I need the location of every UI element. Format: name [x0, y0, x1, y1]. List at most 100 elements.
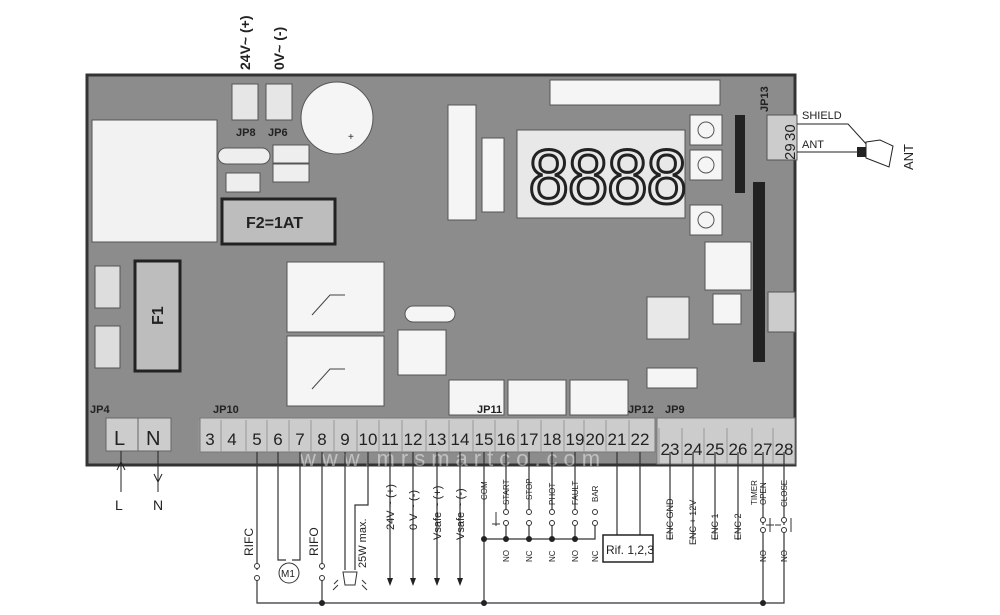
terminal-n: N: [146, 428, 160, 450]
contact-type-label: NC: [591, 550, 600, 562]
terminal-26: 26: [729, 440, 748, 459]
stop-label: STOP: [525, 478, 534, 500]
close-label: CLOSE: [780, 480, 789, 507]
junction-dots: [319, 536, 766, 606]
terminal-14: 14: [451, 430, 470, 449]
terminal-10: 10: [359, 430, 378, 449]
antenna-terminal: [766, 114, 798, 161]
antenna-label: ANT: [901, 144, 916, 170]
timer-label: TIMER: [750, 480, 759, 505]
contact-type-label: NC: [525, 550, 534, 562]
terminal-21: 21: [608, 430, 627, 449]
fuse-f1-label: F1: [150, 306, 167, 325]
connector: [735, 115, 745, 193]
jp9-label: JP9: [665, 404, 685, 416]
terminal-4: 4: [227, 430, 236, 449]
enc-gnd-label: ENC GND: [665, 498, 675, 540]
terminal-15: 15: [475, 430, 494, 449]
contact-type-label: NO: [502, 550, 511, 562]
terminal-19: 19: [566, 430, 585, 449]
microcontroller: [646, 296, 690, 340]
jp10-terminal-strip: [199, 417, 656, 453]
rif-label: Rif. 1,2,3: [606, 543, 654, 557]
rifo-label: RIFO: [307, 527, 321, 556]
terminal-12: 12: [404, 430, 423, 449]
jp13-label: JP13: [759, 86, 771, 112]
antenna-connector: [857, 147, 866, 157]
t12-label: 0 V ~ (-): [408, 490, 420, 530]
terminal-6: 6: [273, 430, 282, 449]
terminal-3: 3: [205, 430, 214, 449]
jp9-terminal-strip: [656, 417, 796, 465]
component: [767, 291, 796, 333]
seven-segment-display: [516, 129, 686, 219]
terminal-5: 5: [252, 430, 261, 449]
component: [448, 379, 505, 416]
jp8-label: JP8: [236, 127, 256, 139]
jp6-label: JP6: [268, 127, 288, 139]
arrows: [387, 578, 463, 586]
contact-type-label: NO: [780, 550, 789, 562]
t13-label: Vsafe ~ (+): [432, 486, 444, 540]
bar-label: BAR: [591, 485, 600, 502]
terminal-22: 22: [631, 430, 650, 449]
lamp-label: 25W max.: [357, 518, 369, 568]
terminal-9: 9: [340, 430, 349, 449]
terminal-17: 17: [520, 430, 539, 449]
rifc-label: RIFC: [242, 528, 256, 556]
jp8-jumper: [231, 83, 259, 121]
component: [94, 325, 121, 369]
jp12-label: JP12: [628, 404, 654, 416]
component: [272, 144, 310, 164]
relay-1: [286, 261, 385, 333]
jp10-label: JP10: [213, 404, 239, 416]
ic: [646, 367, 698, 389]
crystal: [404, 305, 456, 323]
contact-type-label: NO: [571, 550, 580, 562]
ant-wire-label: ANT: [802, 139, 824, 151]
t11-label: 24V ~ (+): [385, 484, 397, 530]
contact-type-label: NC: [548, 550, 557, 562]
contact-type-label: NO: [759, 550, 768, 562]
fuse-f2: [220, 197, 337, 246]
flashing-lamp-icon: [332, 571, 368, 591]
phot-label: PHOT: [548, 483, 557, 505]
terminal-20: 20: [586, 430, 605, 449]
component: [447, 104, 477, 221]
switch-contacts: [254, 509, 787, 581]
terminal-23: 23: [661, 440, 680, 459]
rif-box: [602, 534, 654, 563]
terminal-l: L: [114, 428, 125, 450]
jp11-label: JP11: [477, 404, 502, 416]
push-button-icons: [492, 512, 792, 532]
jp6-jumper: [265, 83, 293, 121]
terminal-30: 30: [782, 124, 799, 141]
l-wire-label: L: [115, 497, 123, 513]
component: [397, 329, 447, 376]
component: [94, 265, 121, 309]
plus-mark: +: [348, 132, 354, 143]
n-wire-label: N: [153, 497, 163, 513]
component: [225, 172, 261, 193]
label-strip: [549, 79, 721, 106]
terminal-7: 7: [295, 430, 304, 449]
enc2-label: ENC 2: [733, 513, 743, 540]
terminal-27: 27: [754, 440, 773, 459]
shield-label: SHIELD: [802, 110, 842, 122]
terminal-28: 28: [775, 440, 794, 459]
fuse-f1: [133, 259, 182, 373]
component: [481, 137, 505, 213]
jp6-voltage-label: 0V~ (-): [271, 27, 287, 70]
motor-label: M1: [281, 569, 295, 580]
open-label: OPEN: [759, 482, 768, 505]
buzzer: [300, 81, 374, 155]
terminal-18: 18: [543, 430, 562, 449]
relay-2: [286, 335, 385, 407]
watermark: www.mrsmartco.com: [299, 446, 606, 471]
antenna-icon: [865, 139, 894, 168]
enc1-label: ENC 1: [710, 513, 720, 540]
terminal-13: 13: [428, 430, 447, 449]
enc-12v-label: ENC + 12V: [688, 500, 698, 545]
capacitor: [217, 147, 271, 165]
